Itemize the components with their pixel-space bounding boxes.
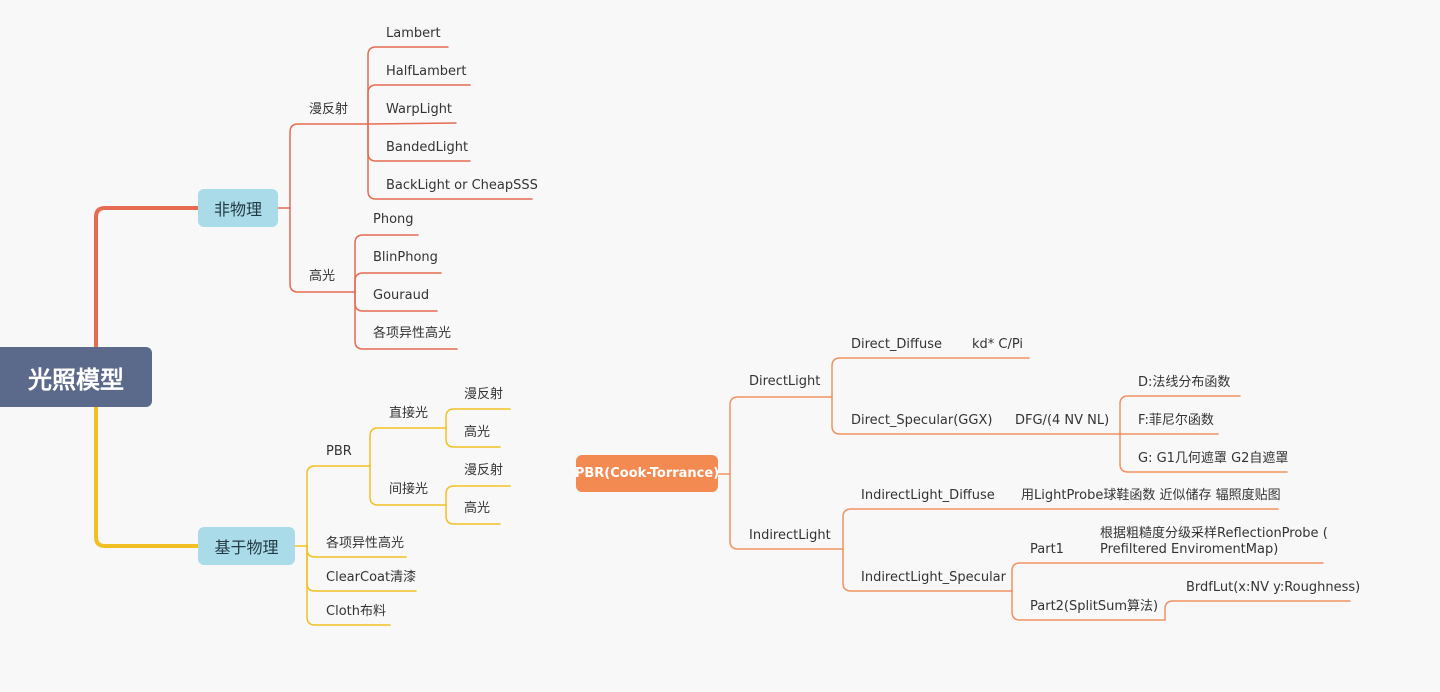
ispec-0: [1011, 562, 1324, 592]
part2-note[interactable]: BrdfLut(x:NV y:Roughness): [1186, 580, 1361, 595]
leaf-anisotropic-pbr[interactable]: 各项异性高光: [326, 536, 405, 551]
indirect-light-node[interactable]: 间接光: [389, 482, 429, 497]
leaf-backlight[interactable]: BackLight or CheapSSS: [386, 178, 538, 193]
direct-specular-formula[interactable]: DFG/(4 NV NL): [1015, 413, 1110, 428]
dspec-2: [1119, 433, 1288, 473]
part1-node[interactable]: Part1: [1030, 542, 1064, 557]
indirectlight-0: [842, 508, 1279, 550]
indirectlight-1: [842, 548, 1013, 592]
leaf-phong[interactable]: Phong: [373, 212, 414, 227]
direct-1: [445, 427, 501, 448]
leaf-direct-diffuse[interactable]: 漫反射: [464, 387, 504, 402]
leaf-blinphong[interactable]: BlinPhong: [373, 250, 438, 265]
diffuse-1: [367, 84, 471, 125]
ct-0: [729, 396, 833, 475]
diffuse-node[interactable]: 漫反射: [309, 102, 349, 117]
direct-specular-node[interactable]: Direct_Specular(GGX): [851, 413, 993, 428]
leaf-indirect-specular[interactable]: 高光: [464, 501, 491, 516]
non-physical-node[interactable]: 非物理: [198, 189, 278, 227]
leaf-clearcoat[interactable]: ClearCoat清漆: [326, 570, 417, 585]
leaf-gouraud[interactable]: Gouraud: [373, 288, 430, 303]
leaf-indirect-diffuse[interactable]: 漫反射: [464, 463, 504, 478]
cook-torrance-node[interactable]: PBR(Cook-Torrance): [575, 455, 719, 492]
leaf-anisotropic[interactable]: 各项异性高光: [373, 326, 452, 341]
term-d[interactable]: D:法线分布函数: [1138, 375, 1231, 390]
diffuse-0: [367, 46, 449, 125]
indirect-0: [445, 485, 511, 506]
pbr-node[interactable]: PBR: [326, 444, 352, 459]
root-node[interactable]: 光照模型: [0, 347, 152, 407]
phys-3: [306, 545, 391, 626]
part1-note[interactable]: 根据粗糙度分级采样ReflectionProbe ( Prefiltered E…: [1100, 526, 1328, 557]
indirectlight-node[interactable]: IndirectLight: [749, 528, 831, 543]
root-to-physical: [94, 405, 200, 548]
specular-node[interactable]: 高光: [309, 269, 336, 284]
directlight-1: [831, 396, 1121, 435]
specular-0: [354, 234, 419, 293]
pbr-0: [369, 427, 447, 467]
root-to-nonphysical: [94, 206, 200, 349]
pbr-1: [369, 465, 447, 506]
direct-light-node[interactable]: 直接光: [389, 406, 429, 421]
ct-1: [729, 473, 844, 550]
leaf-direct-specular[interactable]: 高光: [464, 425, 491, 440]
diffuse-2: [367, 122, 457, 125]
specular-3: [354, 291, 458, 350]
phys-0: [306, 465, 369, 547]
indirect-1: [445, 504, 501, 525]
leaf-halflambert[interactable]: HalfLambert: [386, 64, 467, 79]
indirect-specular-node[interactable]: IndirectLight_Specular: [861, 570, 1006, 585]
term-f[interactable]: F:菲尼尔函数: [1138, 413, 1214, 428]
indirect-diffuse-note[interactable]: 用LightProbe球鞋函数 近似储存 辐照度贴图: [1021, 488, 1281, 503]
dspec-0: [1119, 395, 1241, 435]
part2-note-line: [1164, 600, 1351, 621]
leaf-bandedlight[interactable]: BandedLight: [386, 140, 469, 155]
physical-node[interactable]: 基于物理: [198, 527, 295, 565]
term-g[interactable]: G: G1几何遮罩 G2自遮罩: [1138, 451, 1289, 466]
leaf-cloth[interactable]: Cloth布料: [326, 604, 386, 619]
nonphys-1: [289, 207, 356, 293]
indirect-diffuse-node[interactable]: IndirectLight_Diffuse: [861, 488, 995, 503]
direct-diffuse-node[interactable]: Direct_Diffuse: [851, 337, 943, 352]
diffuse-4: [367, 123, 533, 200]
specular-1: [354, 272, 442, 293]
nonphys-0: [289, 123, 361, 209]
direct-diffuse-formula[interactable]: kd* C/Pi: [972, 337, 1024, 352]
ispec-1: [1011, 590, 1166, 621]
directlight-node[interactable]: DirectLight: [749, 374, 821, 389]
part2-node[interactable]: Part2(SplitSum算法): [1030, 599, 1159, 614]
leaf-lambert[interactable]: Lambert: [386, 26, 441, 41]
leaf-warplight[interactable]: WarpLight: [386, 102, 453, 117]
directlight-0: [831, 357, 1030, 398]
direct-0: [445, 408, 511, 429]
